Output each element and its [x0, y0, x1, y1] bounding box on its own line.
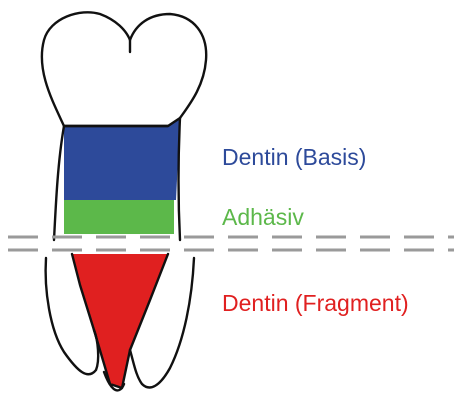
label-dentin-fragment: Dentin (Fragment) — [222, 292, 409, 315]
dentin-basis-region — [64, 126, 168, 200]
dentin-fragment-region — [72, 254, 168, 388]
label-dentin-basis: Dentin (Basis) — [222, 146, 366, 169]
label-adhesiv: Adhäsiv — [222, 206, 304, 229]
adhesive-region — [64, 200, 174, 234]
fracture-line — [8, 237, 454, 250]
